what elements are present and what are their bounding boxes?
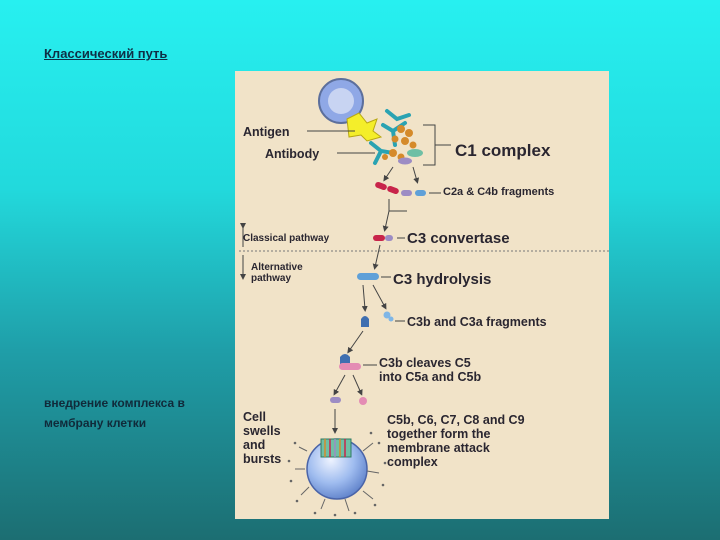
label-c3-convertase: C3 convertase: [407, 230, 510, 247]
label-antigen: Antigen: [243, 125, 290, 139]
label-membrane-attack-complex: C5b, C6, C7, C8 and C9 together form the…: [387, 413, 525, 469]
slide-title: Классический путь: [44, 46, 168, 61]
label-classical-pathway: Classical pathway: [243, 233, 330, 244]
label-c3b-cleaves-c5: C3b cleaves C5 into C5a and C5b: [379, 356, 482, 384]
label-c1-complex: C1 complex: [455, 141, 551, 160]
slide-note: внедрение комплекса в мембрану клетки: [44, 396, 185, 430]
label-c3b-c3a-fragments: C3b and C3a fragments: [407, 315, 547, 329]
label-c2a-c4b-fragments: C2a & C4b fragments: [443, 186, 555, 198]
complement-pathway-diagram: Antigen Antibody C1 complex C2a & C4b fr…: [235, 71, 609, 519]
label-antibody: Antibody: [265, 147, 320, 161]
c3-shape: [357, 273, 379, 280]
label-cell-swells-and-bursts: Cell swells and bursts: [243, 410, 282, 466]
c1-fragments: [382, 125, 423, 165]
c5-cleavage-shape: [339, 354, 361, 370]
label-alternative-pathway: Alternative pathway: [251, 262, 303, 285]
c3-convertase-shape: [373, 235, 393, 241]
label-c3-hydrolysis: C3 hydrolysis: [393, 271, 492, 288]
bursting-cell: [287, 431, 387, 517]
c3b-c3a-fragment-shapes: [361, 311, 394, 327]
c5a-c5b-shapes: [330, 397, 367, 405]
pathogen-cell: [318, 78, 364, 124]
antigen-shape: [346, 112, 383, 142]
diagram-graphics: [239, 78, 609, 517]
c2a-c4b-fragment-shapes: [375, 181, 426, 196]
